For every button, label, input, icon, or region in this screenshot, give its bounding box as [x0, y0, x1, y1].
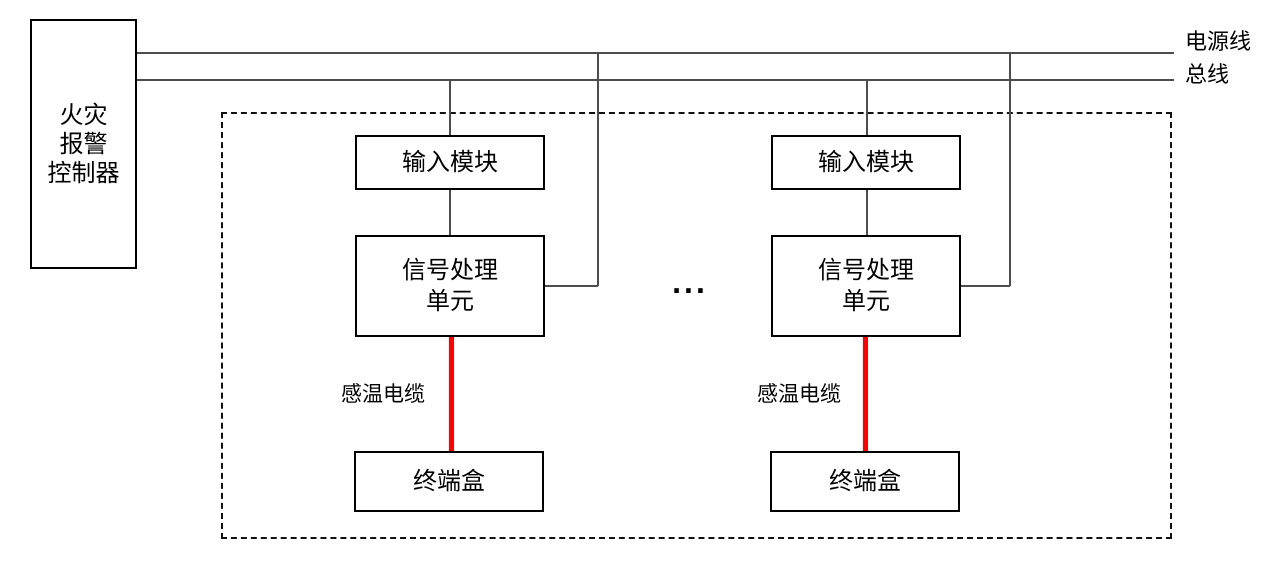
temperature-sensing-cable-2: [863, 337, 868, 452]
bus-drop-line-1: [449, 79, 451, 135]
terminal-box-2: 终端盒: [770, 451, 960, 512]
temperature-sensing-cable-1: [449, 337, 454, 452]
signal-processing-unit-box-2: 信号处理 单元: [771, 235, 961, 337]
input-module-box-1: 输入模块: [355, 135, 545, 190]
power-drop-line-1: [597, 52, 599, 286]
bus-drop-line-2: [866, 79, 868, 135]
power-line: [137, 52, 1174, 54]
terminal-box-1: 终端盒: [354, 451, 544, 512]
signal-processing-unit-box-1: 信号处理 单元: [355, 235, 545, 337]
cable-label-2: 感温电缆: [757, 383, 841, 406]
monitored-zone-border: [221, 112, 1172, 539]
power-branch-line-1: [545, 285, 598, 287]
module-connector-line-2: [866, 190, 868, 235]
fire-alarm-controller-box: 火灾 报警 控制器: [30, 19, 137, 269]
more-units-ellipsis: ...: [672, 264, 708, 300]
cable-label-1: 感温电缆: [341, 383, 425, 406]
bus-line-label: 总线: [1185, 62, 1230, 87]
power-drop-line-2: [1009, 52, 1011, 286]
module-connector-line-1: [449, 190, 451, 235]
power-branch-line-2: [961, 285, 1010, 287]
input-module-box-2: 输入模块: [771, 135, 961, 190]
bus-line: [137, 79, 1174, 81]
power-line-label: 电源线: [1185, 29, 1252, 54]
